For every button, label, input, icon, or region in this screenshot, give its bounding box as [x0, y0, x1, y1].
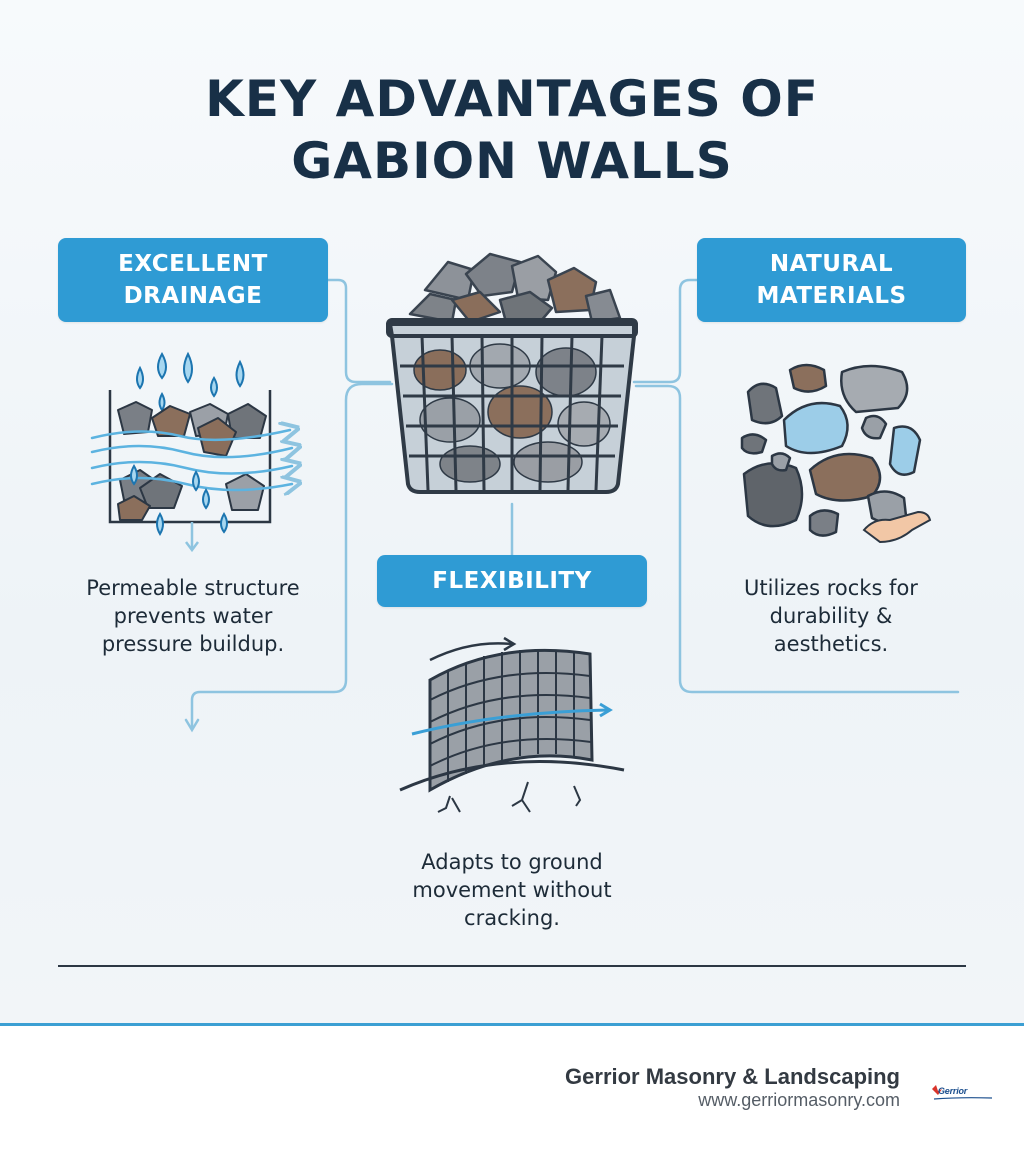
drainage-label-line-2: DRAINAGE [123, 283, 263, 309]
water-drainage-icon [90, 351, 292, 553]
drainage-desc-line: pressure buildup. [101, 632, 285, 656]
website-link[interactable]: www.gerriormasonry.com [698, 1090, 900, 1110]
gabion-basket-icon [386, 252, 638, 494]
rocks-hand-icon [740, 363, 932, 544]
footer-accent-bar [0, 1023, 1024, 1026]
drainage-desc-line: prevents water [113, 604, 273, 628]
natural-description: Utilizes rocks for durability & aestheti… [686, 574, 976, 658]
title-line-1: KEY ADVANTAGES OF [205, 70, 819, 128]
page-title: KEY ADVANTAGES OF GABION WALLS [0, 68, 1024, 192]
flexibility-desc-line: cracking. [464, 906, 560, 930]
connector-lines [184, 278, 960, 733]
natural-desc-line: durability & [769, 604, 893, 628]
footer [0, 1026, 1024, 1154]
flexibility-description: Adapts to ground movement without cracki… [362, 848, 662, 932]
drainage-desc-line: Permeable structure [86, 576, 300, 600]
flexibility-desc-line: movement without [412, 878, 612, 902]
company-name: Gerrior Masonry & Landscaping [565, 1064, 900, 1089]
logo-swoosh-icon [932, 1085, 993, 1100]
title-line-2: GABION WALLS [291, 132, 733, 190]
natural-label-line-1: NATURAL [769, 251, 894, 277]
drainage-badge: EXCELLENT DRAINAGE [58, 238, 328, 322]
company-logo: Gerrior [930, 1083, 994, 1103]
natural-desc-line: aesthetics. [773, 632, 889, 656]
logo-text: Gerrior [938, 1086, 968, 1096]
flexibility-label: FLEXIBILITY [432, 568, 592, 594]
natural-desc-line: Utilizes rocks for [744, 576, 918, 600]
drainage-label-line-1: EXCELLENT [118, 251, 268, 277]
flexibility-desc-line: Adapts to ground [421, 850, 603, 874]
natural-label-line-2: MATERIALS [756, 283, 907, 309]
flexible-mesh-icon [399, 636, 625, 813]
drainage-description: Permeable structure prevents water press… [48, 574, 338, 658]
flexibility-badge: FLEXIBILITY [377, 555, 647, 607]
natural-materials-badge: NATURAL MATERIALS [697, 238, 966, 322]
